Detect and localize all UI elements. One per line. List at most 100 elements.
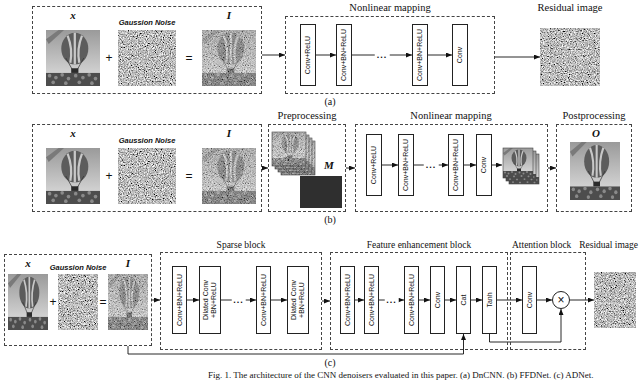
conv-block: Dilated Conv +BN+ReLU [199, 266, 221, 334]
image-node: Residual image [594, 272, 636, 328]
block-label: Conv [434, 269, 442, 331]
block-label: Conv+BN+ReLU [416, 27, 424, 83]
clean-image [46, 148, 100, 204]
dashed-group: Nonlinear mappingConv+ReLUConv+BN+ReLUCo… [355, 124, 548, 212]
dashed-group: Feature enhancement blockConv+BN+ReLUCon… [330, 252, 508, 350]
image-node: Residual image [540, 28, 600, 86]
node-text: O [592, 127, 600, 139]
group-title: Attention block [512, 240, 571, 250]
residual-image [594, 272, 636, 328]
noisy-image [202, 30, 256, 86]
dashed-group: PreprocessingM [268, 124, 346, 212]
node-text: x [70, 9, 76, 21]
output-image [570, 142, 620, 200]
noise-image [118, 148, 176, 204]
clean-image [8, 274, 48, 330]
block-label: Conv+ReLU [370, 137, 378, 193]
block-label: Conv+BN+ReLU [408, 269, 416, 331]
node-text: Gaussion Noise [50, 263, 107, 272]
node-text: = [185, 51, 192, 65]
arrow-connector [322, 301, 330, 302]
block-label: Conv+BN+ReLU [452, 137, 460, 193]
node-text: Gaussion Noise [119, 18, 176, 27]
sub-image [272, 132, 306, 166]
conv-block: Conv [522, 266, 537, 334]
arrow-connector [316, 55, 336, 56]
node-text: + [105, 51, 112, 65]
arrow-connector [570, 300, 594, 301]
arrow-connector [346, 168, 355, 169]
conv-block: Conv+BN+ReLU [448, 134, 464, 196]
arrow-connector [495, 57, 540, 58]
conv-block: Conv [430, 266, 445, 334]
node-text: x [25, 257, 31, 269]
arrow-connector [128, 334, 464, 354]
arrow-connector [428, 55, 452, 56]
node-text: = [185, 169, 192, 183]
dashed-group: Nonlinear mappingConv+ReLUConv+BN+ReLUCo… [285, 16, 495, 94]
figure-caption: Fig. 1. The architecture of the CNN deno… [208, 370, 594, 380]
group-title: Residual image [579, 240, 638, 250]
dashed-group: PostprocessingO [556, 124, 632, 212]
block-label: Conv+BN+ReLU [344, 269, 352, 331]
node-text: I [227, 9, 231, 21]
block-label: Conv [456, 27, 464, 83]
block-label: Conv+ReLU [304, 27, 312, 83]
conv-block: Cat [456, 266, 471, 334]
panel-c-images [8, 272, 636, 330]
panel-label: (a) [324, 96, 335, 107]
block-label: Dilated Conv +BN+ReLU [202, 269, 217, 331]
conv-block: Conv+ReLU [300, 24, 316, 86]
arrow-connector [187, 300, 199, 301]
ellipsis: ... [375, 51, 390, 60]
block-label: Cat [460, 269, 468, 331]
block-label: Conv [480, 137, 488, 193]
ellipsis: ... [231, 296, 246, 305]
dashed-group: Attention blockConv× [510, 252, 586, 350]
sub-image-frame [503, 148, 533, 178]
multiply-circle: × [552, 291, 570, 309]
conv-block: Dilated Conv +BN+ReLU [287, 266, 309, 334]
arrow-connector [471, 300, 482, 301]
arrow-connector [271, 300, 287, 301]
conv-block: Conv+BN+ReLU [364, 266, 379, 334]
group-title: Postprocessing [563, 110, 626, 121]
panel-label: (c) [324, 357, 335, 368]
noise-level-map [300, 176, 342, 208]
block-label: Conv+BN+ReLU [340, 27, 348, 83]
conv-block: Conv+BN+ReLU [412, 24, 428, 86]
node-text: x [70, 127, 76, 139]
node-text: + [49, 295, 56, 309]
group-title: Sparse block [217, 240, 266, 250]
residual-image [540, 28, 600, 86]
arrow-connector [464, 165, 476, 166]
conv-block: Conv+BN+ReLU [256, 266, 271, 334]
block-label: Conv [526, 269, 534, 331]
sub-image [503, 148, 533, 178]
panel-label: (b) [324, 214, 336, 225]
arrow-connector [262, 55, 285, 56]
clean-image [46, 30, 100, 86]
ellipsis: ... [424, 161, 439, 170]
arrow-connector [419, 300, 430, 301]
noisy-image [202, 148, 256, 204]
node-text: = [99, 295, 106, 309]
block-label: Dilated Conv +BN+ReLU [290, 269, 305, 331]
arrow-connector [445, 300, 456, 301]
group-title: Preprocessing [278, 110, 337, 121]
arrow-connector [537, 300, 552, 301]
conv-block: Conv+BN+ReLU [336, 24, 352, 86]
circle-shape [553, 292, 570, 309]
arrow-connector [152, 300, 160, 301]
sub-image-frame [272, 132, 306, 166]
noise-image [118, 30, 176, 86]
input-panel: xGaussion NoiseI+= [4, 254, 152, 346]
conv-block: Conv+ReLU [366, 134, 382, 196]
group-title: Residual image [537, 2, 602, 13]
ellipsis: ... [384, 296, 399, 305]
node-text: × [557, 293, 564, 307]
node-text: M [324, 159, 334, 171]
